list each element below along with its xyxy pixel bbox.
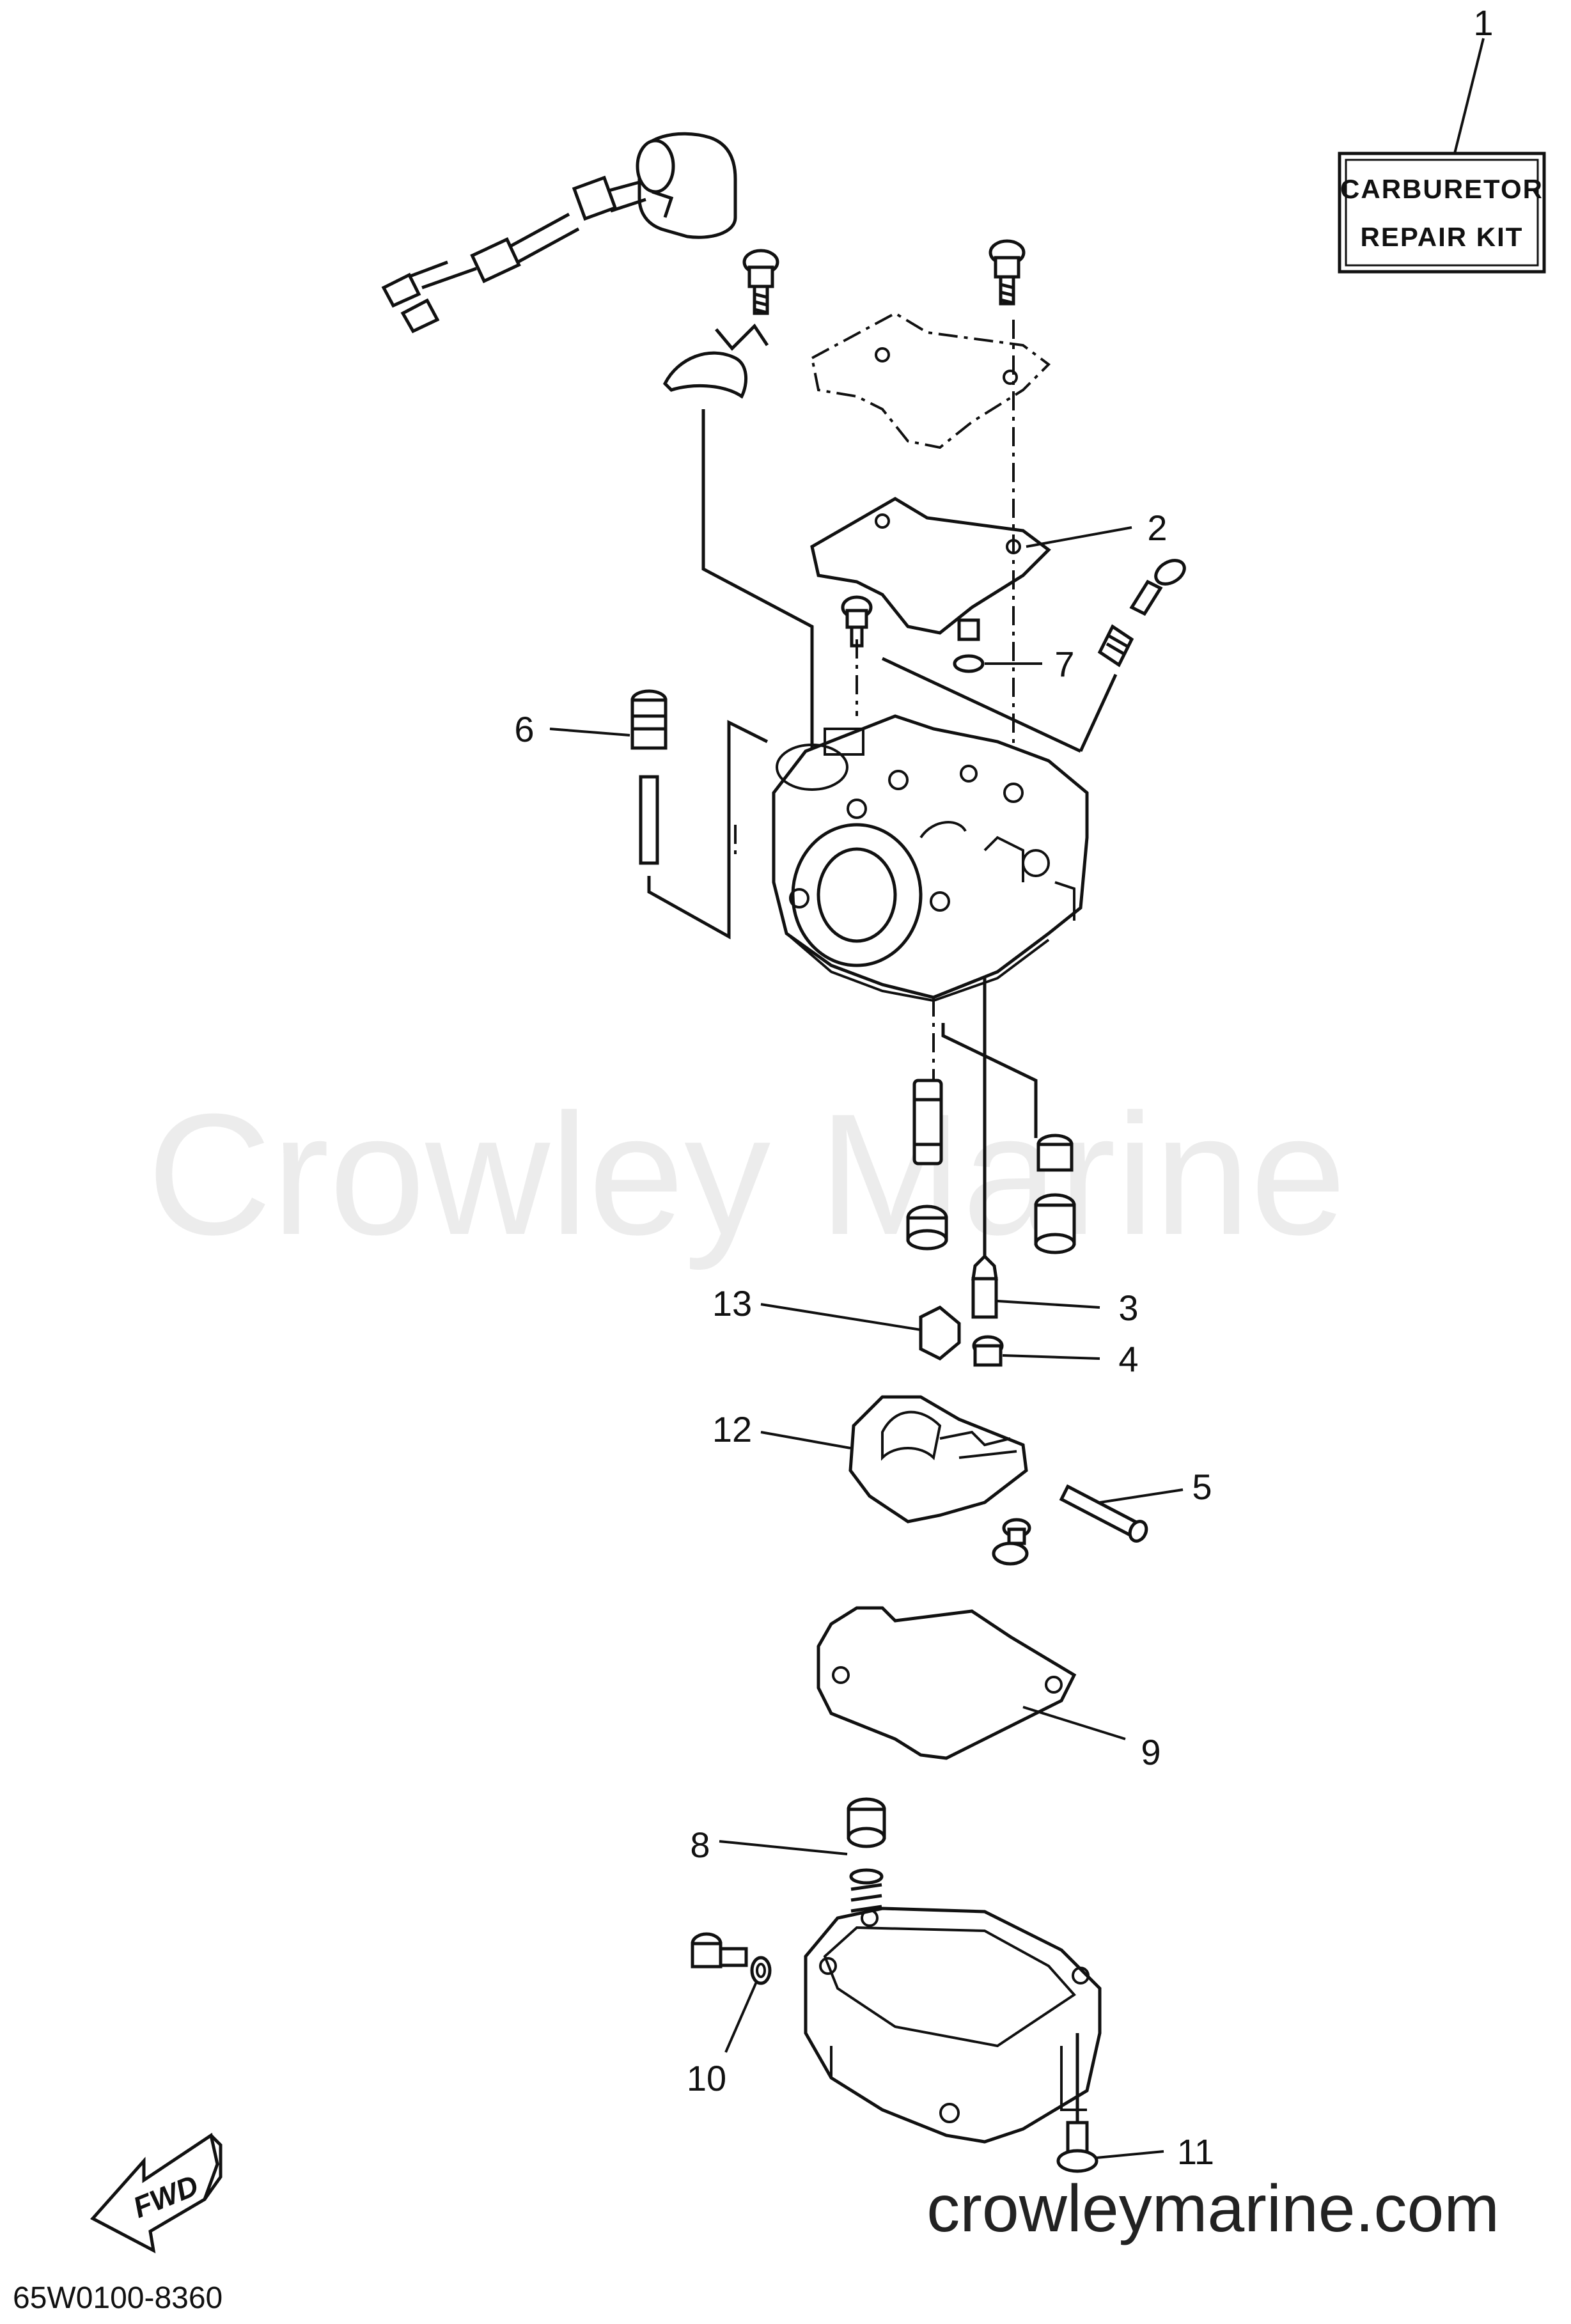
linkage-line-left bbox=[701, 409, 814, 786]
leader-line-12 bbox=[760, 1431, 851, 1449]
drain-screw-part bbox=[691, 1932, 772, 1985]
leader-line-10 bbox=[724, 1981, 758, 2053]
watermark: Crowley Marine bbox=[147, 1079, 1347, 1272]
enrichment-hose-part bbox=[381, 132, 737, 334]
website-label: crowleymarine.com bbox=[926, 2172, 1499, 2246]
leader-line-11 bbox=[1096, 2150, 1164, 2159]
callout-5: 5 bbox=[1192, 1467, 1212, 1507]
float-chamber-gasket-part bbox=[817, 1606, 1077, 1760]
leader-line-1 bbox=[1453, 38, 1485, 154]
leader-line-5 bbox=[1099, 1488, 1184, 1504]
main-jet-part bbox=[1034, 1134, 1076, 1254]
main-nozzle-part bbox=[630, 689, 769, 940]
callout-7: 7 bbox=[1054, 644, 1074, 684]
kit-label-line1: CARBURETOR bbox=[1340, 174, 1544, 204]
needle-seat-part bbox=[972, 1335, 1004, 1367]
float-clip-part bbox=[919, 1306, 961, 1361]
callout-8: 8 bbox=[690, 1825, 710, 1865]
fwd-direction-arrow: FWD bbox=[90, 2132, 223, 2254]
leader-line-3 bbox=[997, 1300, 1100, 1309]
callout-1: 1 bbox=[1473, 3, 1493, 43]
repair-kit-label-box: CARBURETOR REPAIR KIT bbox=[1338, 152, 1546, 274]
callout-12: 12 bbox=[712, 1409, 752, 1449]
top-screw-left bbox=[742, 249, 779, 315]
callout-3: 3 bbox=[1118, 1288, 1138, 1328]
leader-line-4 bbox=[1002, 1354, 1100, 1360]
jet-line bbox=[941, 1023, 1038, 1138]
callout-13: 13 bbox=[712, 1283, 752, 1323]
pilot-screw-part bbox=[881, 559, 1186, 753]
callout-9: 9 bbox=[1141, 1732, 1161, 1772]
chamber-plug-part bbox=[847, 1797, 886, 1848]
leader-line-9 bbox=[1022, 1706, 1126, 1740]
float-part bbox=[848, 1395, 1028, 1524]
top-screw-right bbox=[989, 239, 1026, 306]
pilot-jet-part bbox=[906, 1079, 948, 1251]
carburetor-body-part bbox=[772, 714, 1089, 1002]
float-pin-part bbox=[1059, 1484, 1148, 1543]
callout-10: 10 bbox=[687, 2058, 726, 2098]
needle-valve-part bbox=[971, 1254, 998, 1319]
callout-6: 6 bbox=[514, 709, 534, 749]
bowl-screw-part bbox=[1056, 2033, 1098, 2173]
leader-line-2 bbox=[1026, 526, 1132, 548]
diagram-code: 65W0100-8360 bbox=[13, 2281, 223, 2315]
callout-2: 2 bbox=[1147, 508, 1167, 548]
leader-line-13 bbox=[760, 1303, 921, 1331]
kit-label-line2: REPAIR KIT bbox=[1361, 222, 1524, 252]
choke-clip-part bbox=[662, 324, 769, 399]
callout-11: 11 bbox=[1177, 2132, 1214, 2172]
body-screw bbox=[841, 595, 873, 648]
float-screw bbox=[992, 1518, 1031, 1566]
oring-part bbox=[953, 618, 985, 673]
float-chamber-part bbox=[804, 1907, 1102, 2144]
callout-4: 4 bbox=[1118, 1339, 1138, 1379]
leader-line-8 bbox=[719, 1840, 848, 1855]
leader-line-6 bbox=[549, 728, 630, 737]
